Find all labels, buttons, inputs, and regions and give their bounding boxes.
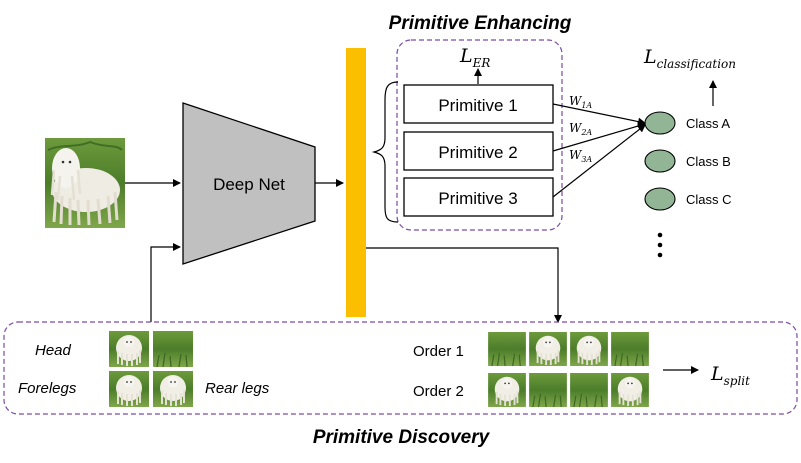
arrow-w1a [552,103,646,126]
svg-text:Primitive 2: Primitive 2 [438,143,517,162]
weight-label-w3a: W3A [569,148,592,164]
class-node-a [644,111,676,135]
class-label-a: Class A [686,116,730,131]
primitive-enhancing-frame [396,39,563,231]
primitive-discovery-frame [3,321,798,415]
part-patches [109,331,193,407]
order-label-2: Order 2 [413,383,464,400]
part-label-rear-legs: Rear legs [205,380,270,397]
arrow-discovery-to-net [150,243,181,322]
arrow-features-to-discovery [366,247,562,323]
primitive-discovery-title: Primitive Discovery [313,427,491,448]
part-label-forelegs: Forelegs [18,380,77,397]
svg-text:Primitive 1: Primitive 1 [438,96,517,115]
primitive-box-2: Primitive 2 [403,131,554,171]
class-node-b [644,149,676,173]
class-label-c: Class C [686,192,732,207]
class-label-b: Class B [686,154,731,169]
primitive-enhancing-title: Primitive Enhancing [389,13,572,34]
arrow-w3a [552,124,646,198]
brace [371,81,399,223]
primitive-box-1: Primitive 1 [403,84,554,124]
order-2-patches [488,373,649,407]
arrow-w2a [552,122,646,152]
deep-net-block [182,102,316,265]
loss-classification: Lclassification [643,46,736,71]
deep-net-label: Deep Net [213,175,285,194]
feature-bar [346,48,366,317]
weight-label-w1a: W1A [569,94,592,110]
primitive-box-3: Primitive 3 [403,177,554,217]
order-1-patches [488,332,649,366]
loss-split: Lsplit [710,363,750,388]
input-dog-image [45,138,125,228]
weight-label-w2a: W2A [569,121,592,137]
class-node-c [644,187,676,211]
part-label-head: Head [35,342,72,359]
more-classes-dots [657,232,663,258]
order-label-1: Order 1 [413,343,464,360]
loss-er: LER [459,45,490,70]
svg-text:Primitive 3: Primitive 3 [438,189,517,208]
